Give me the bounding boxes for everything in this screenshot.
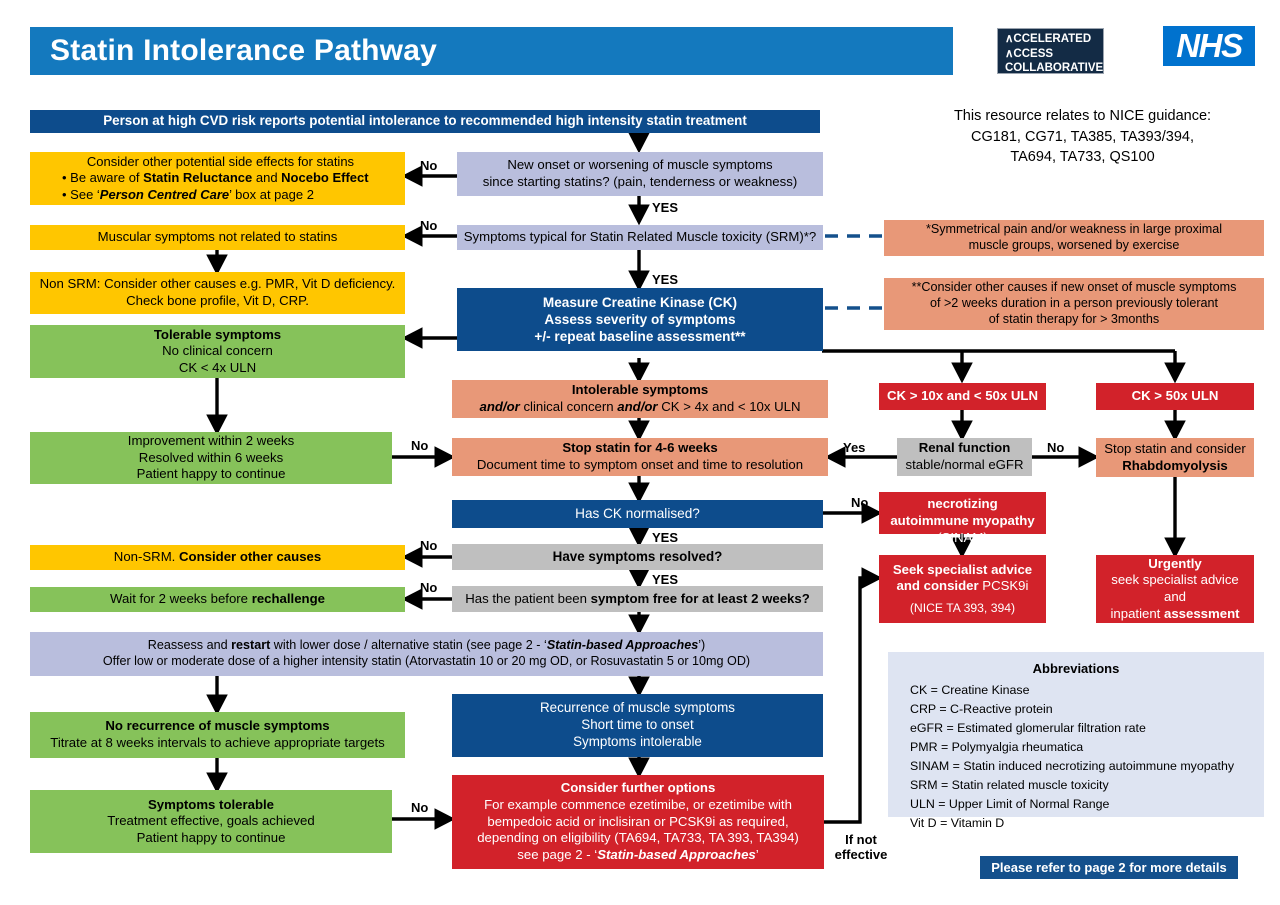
list-item: SRM = Statin related muscle toxicity [910, 777, 1109, 792]
nice-note-line3: TA694, TA733, QS100 [1010, 149, 1155, 166]
symptom-free-text: Has the patient been symptom free for at… [465, 590, 810, 606]
list-item: Vit D = Vitamin D [910, 815, 1005, 830]
edge-label-yes-new-onset: YES [652, 200, 679, 215]
node-intolerable-symptoms: Intolerable symptoms and/or clinical con… [452, 380, 828, 418]
node-start: Person at high CVD risk reports potentia… [30, 110, 820, 133]
abbreviations-heading: Abbreviations [1032, 661, 1120, 676]
nhs-logo: NHS [1163, 26, 1255, 66]
accelerated-access-collaborative-logo: ∧CCELERATED ∧CCESS COLLABORATIVE [997, 28, 1104, 74]
further-options-line5: see page 2 - ‘Statin-based Approaches’ [517, 846, 759, 862]
edge-label-no-symptom-free: No [420, 580, 438, 595]
nice-note-line1: This resource relates to NICE guidance: [953, 108, 1212, 124]
edge-label-if-not-effective: If not effective [834, 832, 888, 862]
node-improvement-within-2-weeks: Improvement within 2 weeks Resolved with… [30, 432, 392, 484]
node-symptom-free-2-weeks: Has the patient been symptom free for at… [452, 586, 823, 612]
list-item: ULN = Upper Limit of Normal Range [910, 796, 1110, 811]
urgently-line3: inpatient assessment [1110, 605, 1240, 621]
page-title: Statin Intolerance Pathway [30, 27, 953, 75]
aac-logo-line2: ∧CCESS [1005, 47, 1054, 60]
abbreviations-list: CK = Creatine Kinase CRP = C-Reactive pr… [888, 681, 1264, 833]
node-renal-function: Renal function stable/normal eGFR [897, 438, 1032, 476]
list-item: CK = Creatine Kinase [910, 682, 1030, 697]
node-seek-specialist-advice: Seek specialist advice and consider PCSK… [879, 555, 1046, 623]
node-consider-sinam: Consider Statin induced necrotizing auto… [879, 480, 1046, 545]
side-effects-bullet-2: • See ‘Person Centred Care’ box at page … [62, 186, 314, 202]
node-symptoms-typical-srm: Symptoms typical for Statin Related Musc… [457, 225, 823, 250]
node-consider-further-options: Consider further options For example com… [452, 775, 824, 869]
sinam-line2: autoimmune myopathy (SINAM) [890, 513, 1035, 545]
list-item: CRP = C-Reactive protein [910, 701, 1053, 716]
node-ck-10x-to-50x: CK > 10x and < 50x ULN [879, 383, 1046, 410]
list-item: eGFR = Estimated glomerular filtration r… [910, 720, 1146, 735]
node-has-ck-normalised: Has CK normalised? [452, 500, 823, 528]
edge-label-yes-symptoms-resolved: YES [652, 572, 679, 587]
aac-logo-line3: COLLABORATIVE [1005, 62, 1104, 75]
side-effects-bullet-1: • Be aware of Statin Reluctance and Noce… [62, 170, 369, 186]
abbreviations-panel: Abbreviations CK = Creatine Kinase CRP =… [888, 652, 1264, 830]
edge-label-no-symptoms-resolved: No [420, 538, 438, 553]
node-no-recurrence: No recurrence of muscle symptoms Titrate… [30, 712, 405, 758]
node-new-onset-muscle-symptoms: New onset or worsening of muscle symptom… [457, 152, 823, 196]
sinam-line1: Consider Statin induced necrotizing [888, 479, 1037, 512]
node-symptoms-tolerable: Symptoms tolerable Treatment effective, … [30, 790, 392, 853]
node-tolerable-symptoms: Tolerable symptoms No clinical concern C… [30, 325, 405, 378]
wait-2-weeks-text: Wait for 2 weeks before rechallenge [109, 591, 325, 607]
node-muscular-symptoms-not-related: Muscular symptoms not related to statins [30, 225, 405, 250]
edge-label-no-improvement: No [411, 438, 429, 453]
edge-label-no-muscular: No [420, 218, 438, 233]
node-stop-statin-rhabdomyolysis: Stop statin and consider Rhabdomyolysis [1096, 438, 1254, 477]
node-consider-other-side-effects: Consider other potential side effects fo… [30, 152, 405, 205]
edge-label-no-side-effects: No [420, 158, 438, 173]
edge-label-yes-ck-normalised: YES [652, 530, 679, 545]
nice-guidance-note: This resource relates to NICE guidance: … [905, 106, 1260, 168]
node-stop-statin-4-6-weeks: Stop statin for 4-6 weeks Document time … [452, 438, 828, 476]
footer-refer-page-2[interactable]: Please refer to page 2 for more details [980, 856, 1238, 879]
note-symmetrical-pain: *Symmetrical pain and/or weakness in lar… [884, 220, 1264, 256]
edge-label-yes-symptoms-typical: YES [652, 272, 679, 287]
node-non-srm-consider-other-causes: Non-SRM. Consider other causes [30, 545, 405, 570]
nice-note-line2: CG181, CG71, TA385, TA393/394, [970, 128, 1194, 145]
node-recurrence-of-symptoms: Recurrence of muscle symptoms Short time… [452, 694, 823, 757]
reassess-line1: Reassess and restart with lower dose / a… [147, 638, 706, 653]
edge-label-no-ck-normalised: No [851, 495, 869, 510]
node-urgently-specialist-advice: Urgently seek specialist advice and inpa… [1096, 555, 1254, 623]
note-consider-other-causes: **Consider other causes if new onset of … [884, 278, 1264, 330]
aac-logo-line1: ∧CCELERATED [1005, 33, 1092, 45]
intolerable-detail: and/or clinical concern and/or CK > 4x a… [479, 399, 801, 414]
node-have-symptoms-resolved: Have symptoms resolved? [452, 544, 823, 570]
seek-specialist-line2: and consider PCSK9i [896, 578, 1029, 594]
edge-label-no-symptoms-tolerable: No [411, 800, 429, 815]
edge-label-yes-renal: Yes [843, 440, 866, 455]
node-wait-2-weeks-rechallenge: Wait for 2 weeks before rechallenge [30, 587, 405, 612]
list-item: PMR = Polymyalgia rheumatica [910, 739, 1084, 754]
node-ck-over-50x: CK > 50x ULN [1096, 383, 1254, 410]
node-measure-creatine-kinase: Measure Creatine Kinase (CK) Assess seve… [457, 288, 823, 351]
node-reassess-restart: Reassess and restart with lower dose / a… [30, 632, 823, 676]
node-non-srm-consider-causes: Non SRM: Consider other causes e.g. PMR,… [30, 272, 405, 314]
edge-label-no-renal: No [1047, 440, 1065, 455]
non-srm-other-text: Non-SRM. Consider other causes [113, 549, 322, 565]
list-item: SINAM = Statin induced necrotizing autoi… [910, 758, 1235, 773]
